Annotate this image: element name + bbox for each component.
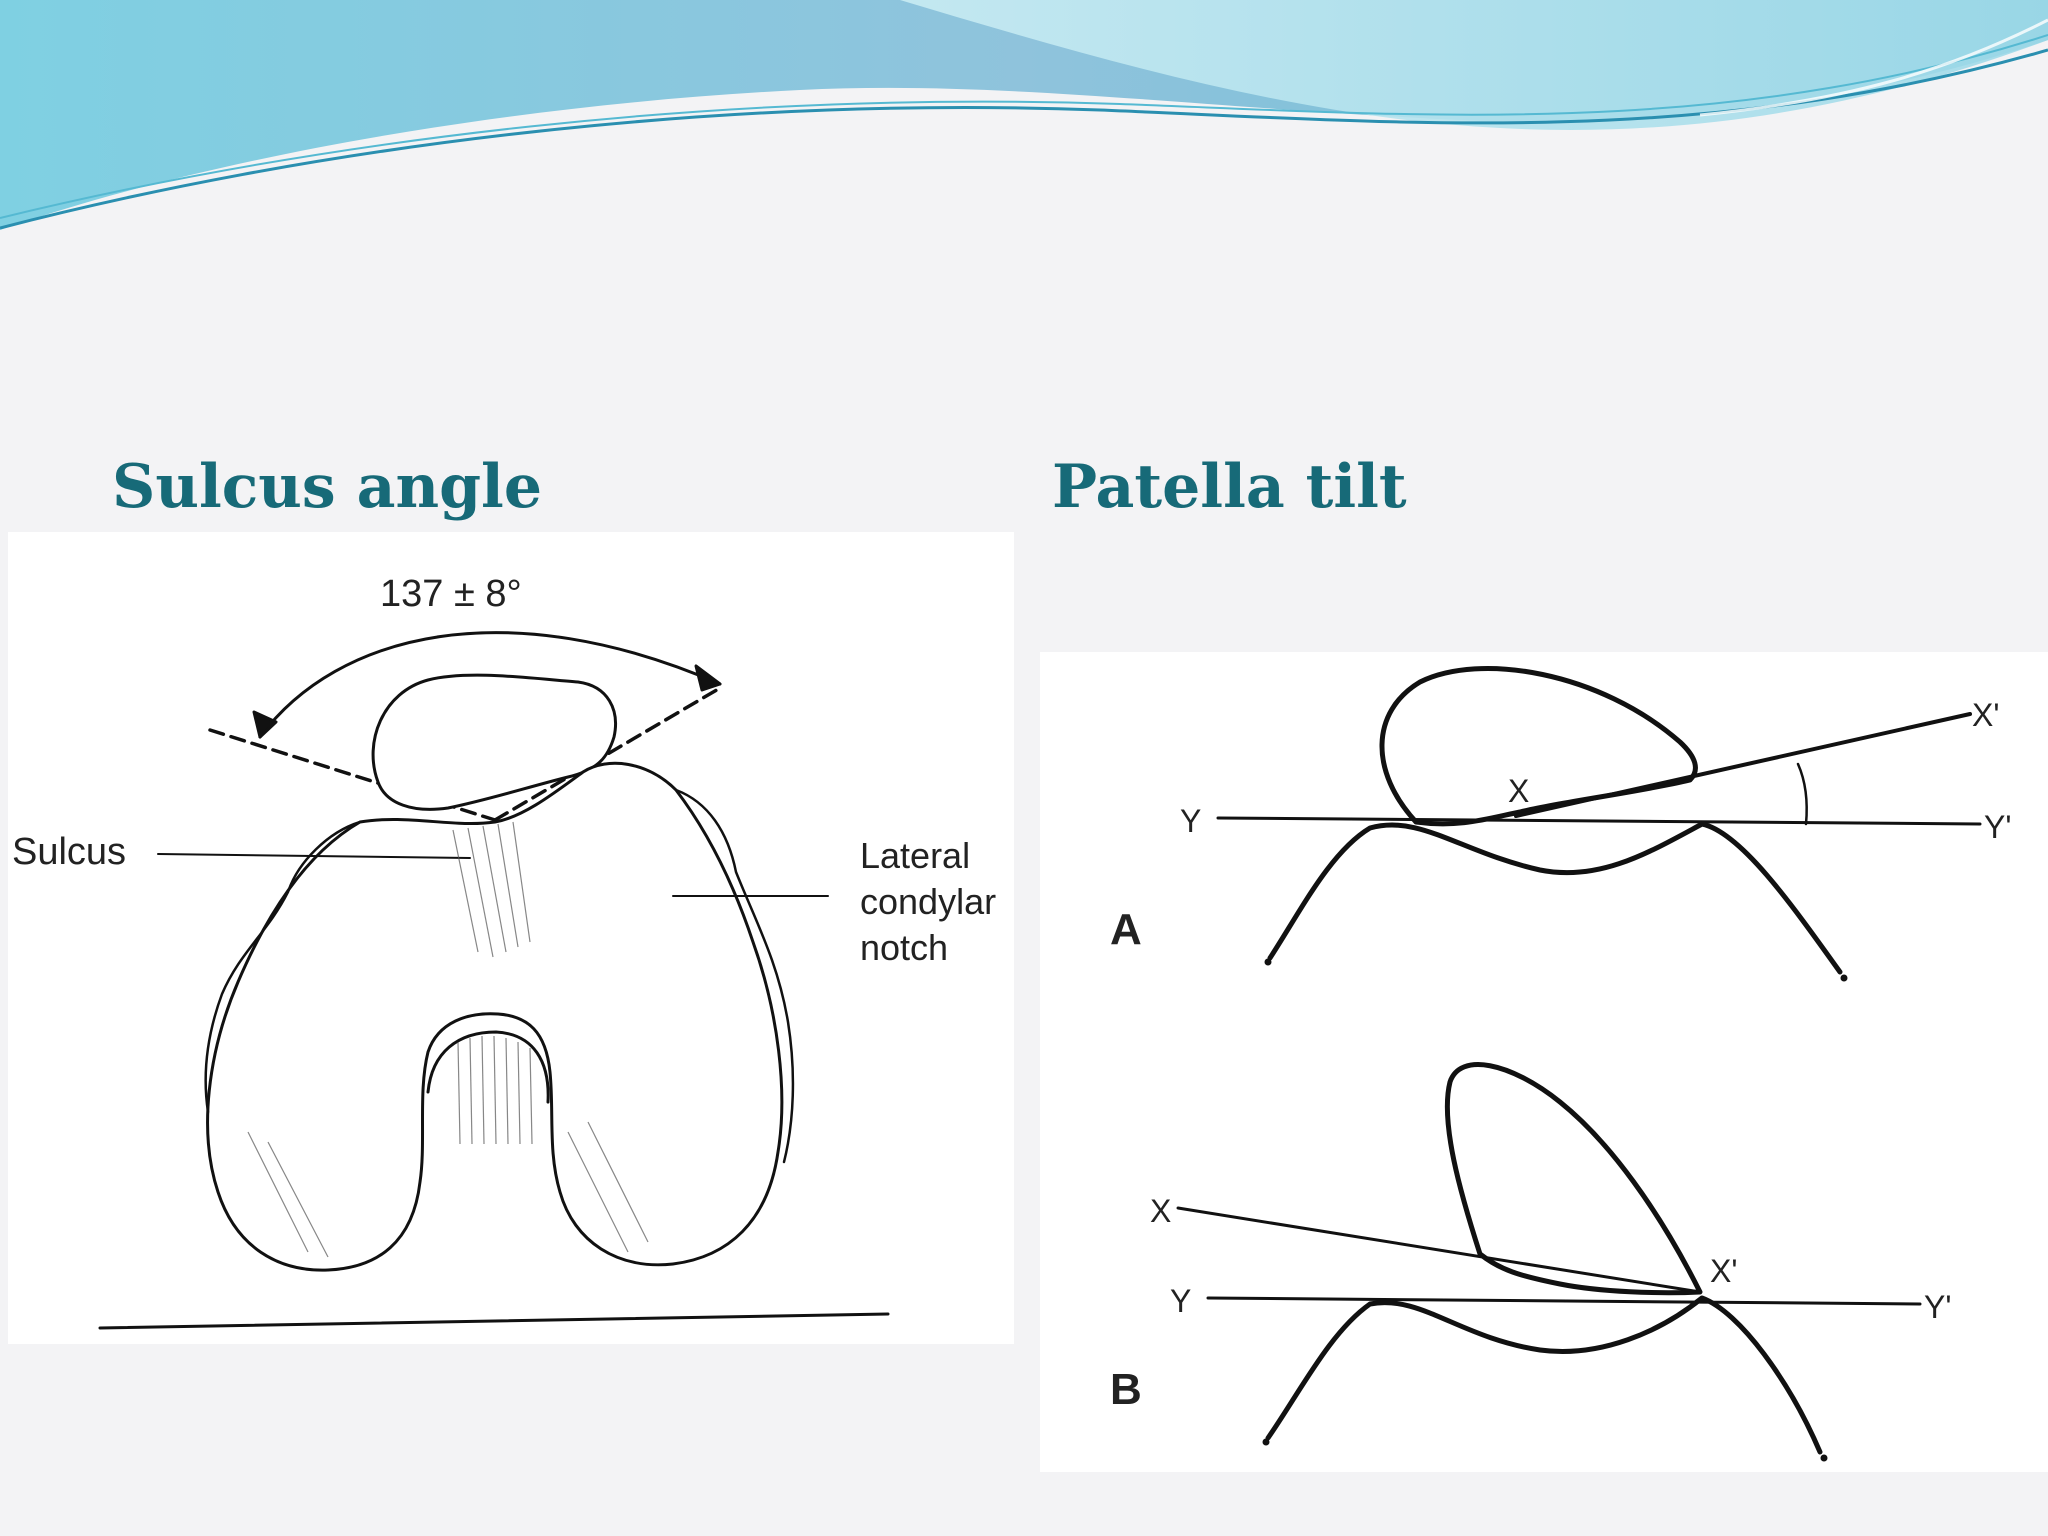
sulcus-angle-figure: 137 ± 8° Sulcus Lateral condylar notch [8, 532, 1014, 1344]
a-line-yy [1216, 816, 1982, 826]
a-label-y-prime: Y' [1984, 809, 2011, 845]
header-wave-decoration [0, 0, 2048, 230]
b-label-x: X [1150, 1193, 1171, 1229]
b-label-y-prime: Y' [1924, 1289, 1951, 1325]
sulcus-label: Sulcus [12, 831, 126, 873]
base-line [98, 1312, 890, 1330]
a-label-y: Y [1180, 803, 1201, 839]
a-angle-arc [1796, 762, 1808, 826]
a-patella [1379, 666, 1698, 827]
b-femur [1265, 1295, 1823, 1455]
notch-label-line-1: Lateral [860, 835, 970, 876]
sulcus-leader [157, 853, 471, 859]
angle-arc [258, 631, 722, 739]
notch-label-line-3: notch [860, 927, 948, 968]
right-title: Patella tilt [1052, 452, 1407, 522]
panel-b-label: B [1110, 1365, 1142, 1414]
intercondylar-notch [426, 1030, 550, 1104]
patella-outline [371, 673, 617, 811]
femur-outline [206, 761, 784, 1272]
b-label-y: Y [1170, 1283, 1191, 1319]
angle-label: 137 ± 8° [380, 573, 522, 615]
b-line-xx [1176, 1206, 1702, 1294]
patella-tilt-figure: X X' Y Y' A X X' Y Y' B [1040, 652, 2048, 1472]
arc-arrow-right [694, 664, 722, 692]
a-label-x-prime: X' [1972, 697, 1999, 733]
left-title: Sulcus angle [112, 452, 542, 522]
b-patella [1444, 1062, 1703, 1296]
a-label-x: X [1508, 773, 1529, 809]
b-line-yy [1206, 1296, 1922, 1306]
lateral-epicondyle [674, 788, 795, 1164]
notch-label-line-2: condylar [860, 881, 996, 922]
arc-arrow-left [252, 710, 278, 739]
b-label-x-prime: X' [1710, 1253, 1737, 1289]
medial-epicondyle [204, 820, 362, 1114]
panel-a-label: A [1110, 905, 1142, 954]
a-femur [1267, 821, 1843, 975]
a-line-xx [1514, 712, 1972, 818]
